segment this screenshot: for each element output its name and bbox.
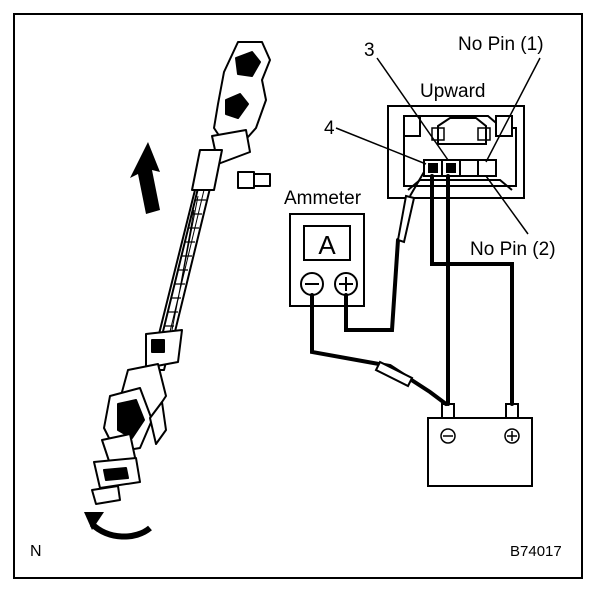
upward-arrow-icon — [130, 142, 160, 214]
no-pin-1-label: No Pin (1) — [458, 34, 544, 55]
no-pin-2-label: No Pin (2) — [470, 239, 556, 260]
battery-positive-symbol — [507, 431, 517, 441]
test-probe — [396, 171, 425, 244]
figure-code: B74017 — [510, 543, 562, 560]
meter-positive-symbol — [339, 277, 353, 291]
upward-label: Upward — [420, 81, 485, 102]
figure-frame — [13, 13, 583, 579]
battery — [427, 403, 533, 487]
rotation-arrow-icon — [84, 512, 152, 540]
pin-4-label: 4 — [324, 118, 335, 139]
pin-3-label: 3 — [364, 40, 375, 61]
meter-letter: A — [318, 230, 336, 260]
inline-probe — [374, 360, 414, 388]
ammeter — [289, 213, 365, 307]
window-regulator-illustration — [91, 41, 271, 505]
ammeter-label: Ammeter — [284, 188, 362, 209]
corner-mark: N — [30, 543, 42, 560]
leader-lines — [335, 57, 541, 235]
connector — [387, 105, 525, 199]
